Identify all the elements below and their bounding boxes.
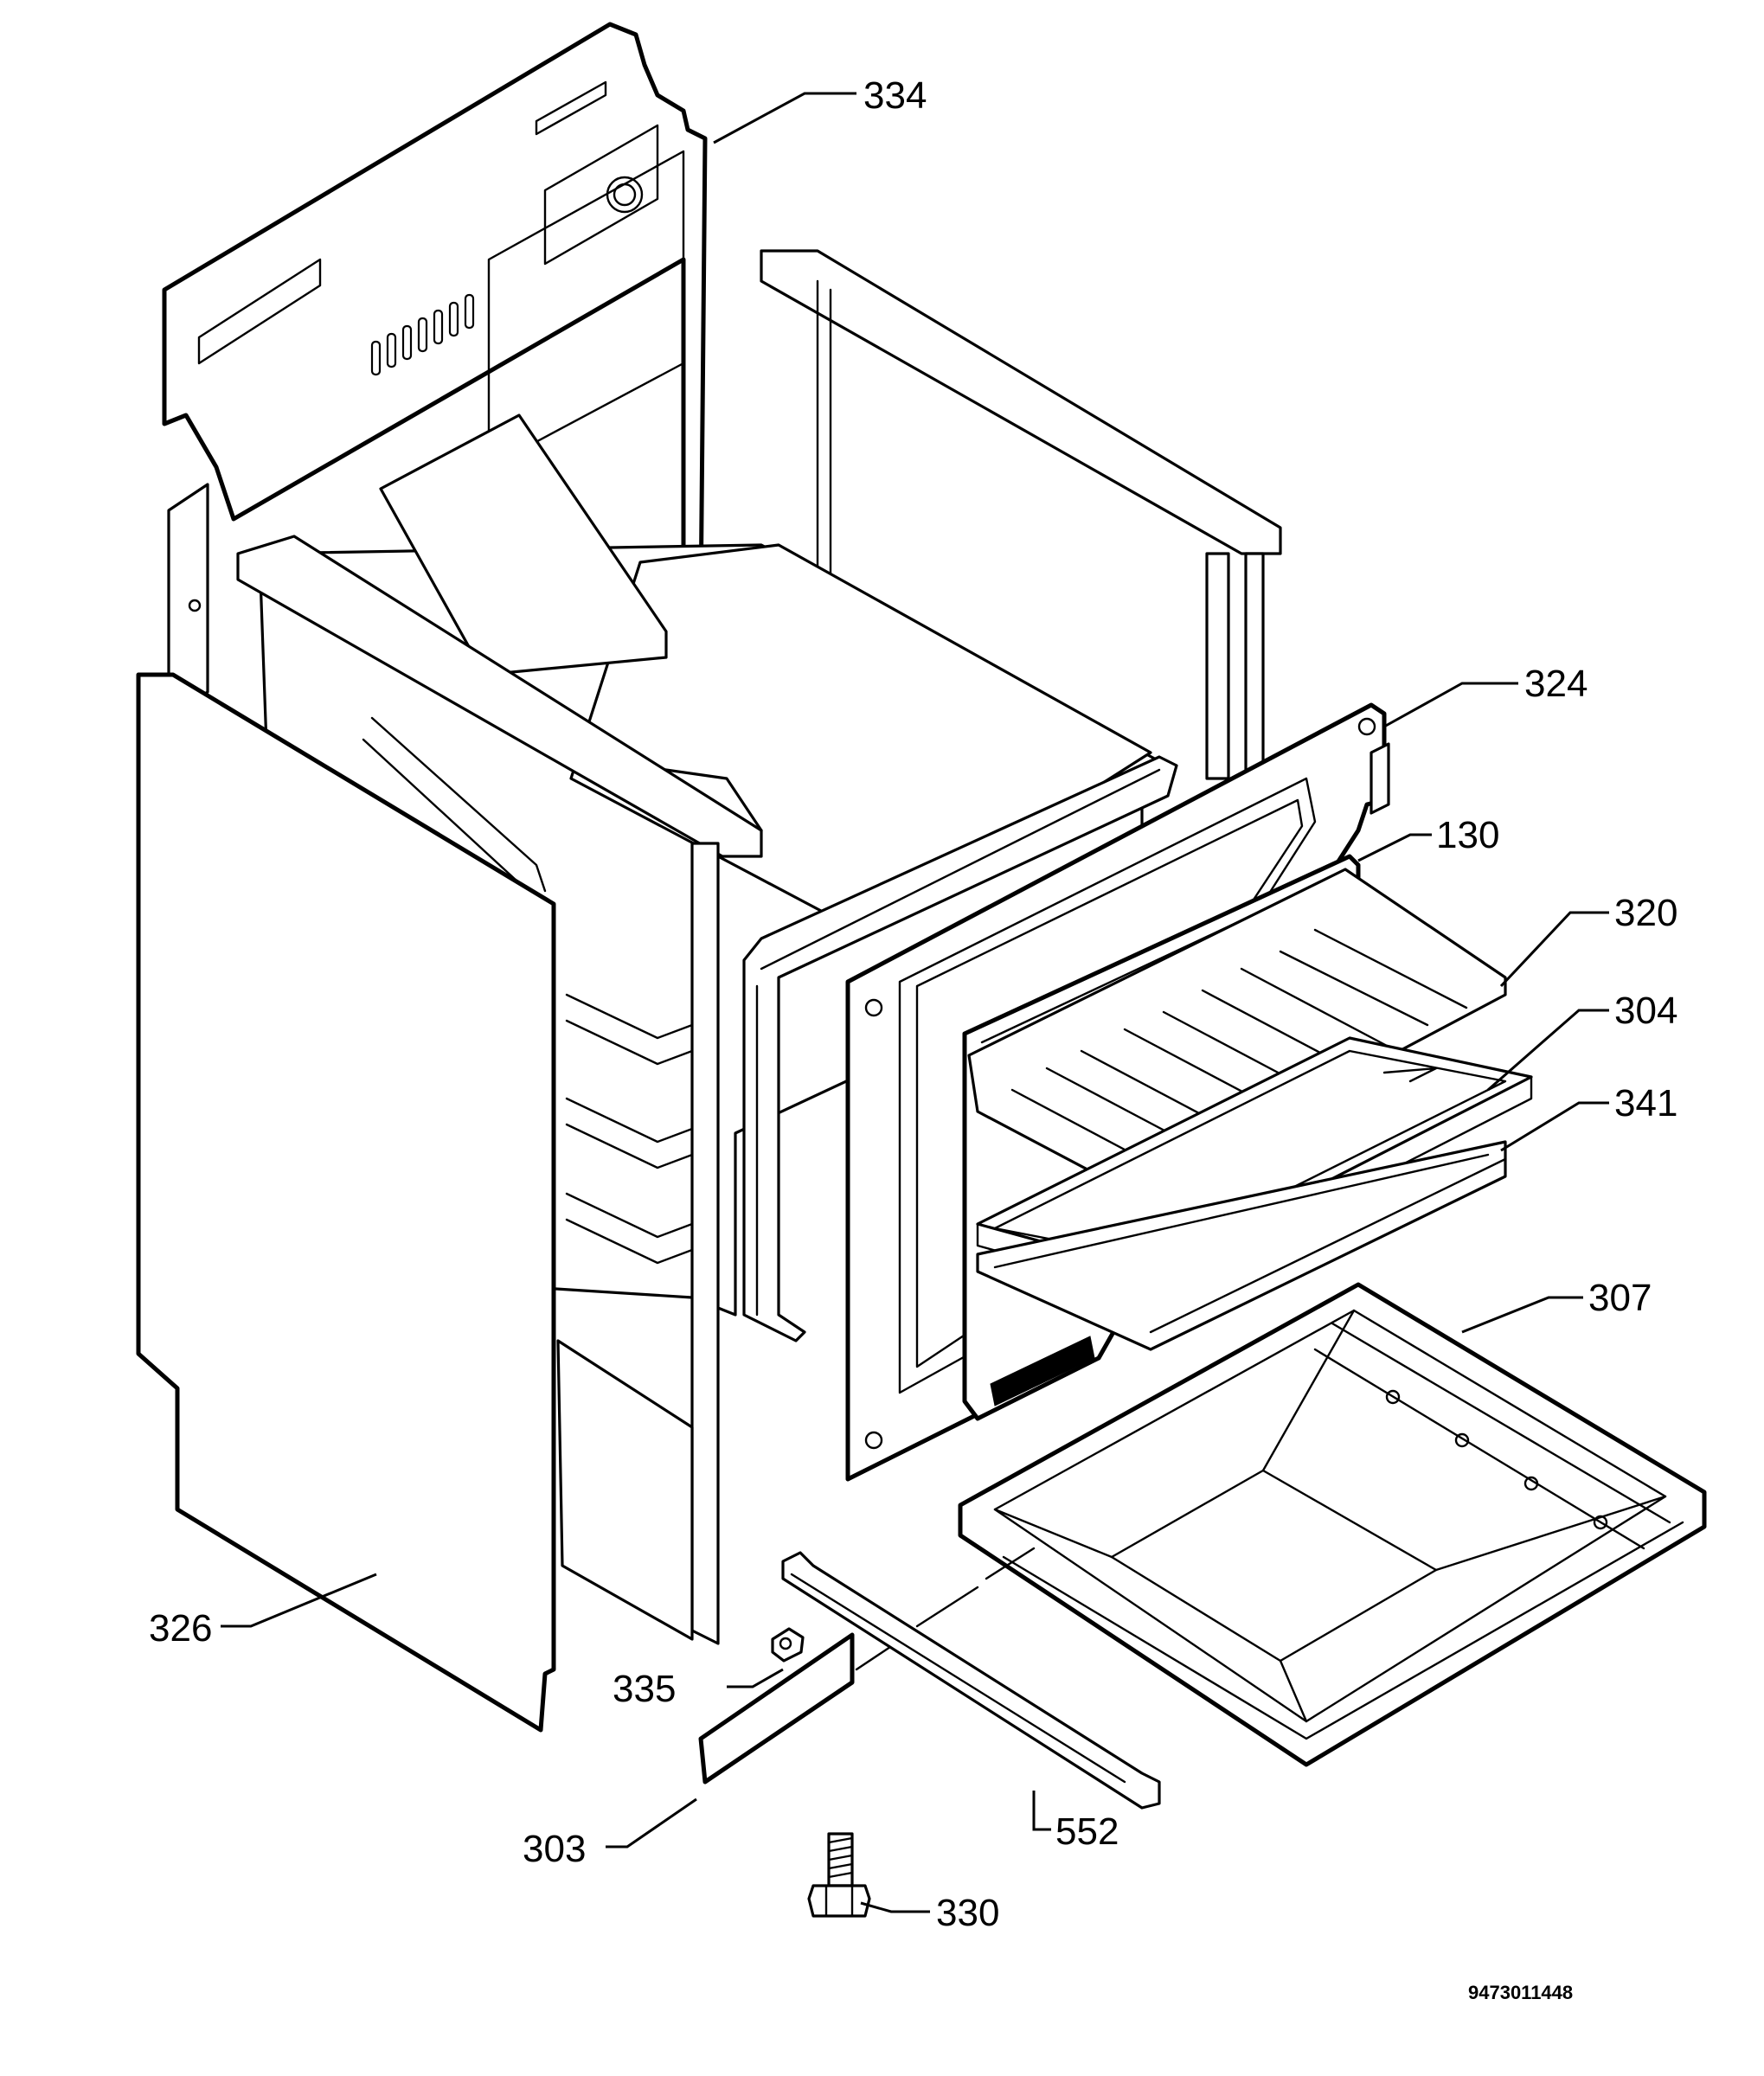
callout-326: 326 (149, 1607, 212, 1650)
rear-panel-334 (162, 22, 708, 720)
callout-334: 334 (863, 74, 927, 117)
rail-552 (781, 1551, 1161, 1810)
callout-307: 307 (1588, 1277, 1652, 1319)
callout-130: 130 (1436, 814, 1499, 856)
callout-leaders (221, 92, 1609, 1913)
side-panel-326 (136, 672, 556, 1733)
deep-tray-307 (958, 1282, 1707, 1767)
rear-panel-vents (370, 293, 475, 376)
bolt-330 (807, 1832, 871, 1918)
callout-304: 304 (1614, 990, 1677, 1032)
left-frame-rail (236, 535, 763, 1645)
callout-330: 330 (936, 1892, 999, 1934)
callout-335: 335 (613, 1668, 676, 1710)
document-number: 9473011448 (1468, 1982, 1573, 2003)
callout-303: 303 (523, 1828, 586, 1870)
plinth-strip-303 (698, 1632, 855, 1784)
door-seal-ring (742, 755, 1178, 1342)
top-frame-rail (760, 249, 1282, 780)
screw-335 (771, 1627, 805, 1663)
callout-320: 320 (1614, 892, 1677, 934)
callout-341: 341 (1614, 1082, 1677, 1124)
callout-324: 324 (1524, 663, 1588, 705)
callout-labels: 334 324 130 320 304 341 307 335 326 303 … (149, 74, 1677, 1934)
callout-552: 552 (1055, 1810, 1119, 1853)
shelf-341 (976, 1140, 1507, 1351)
